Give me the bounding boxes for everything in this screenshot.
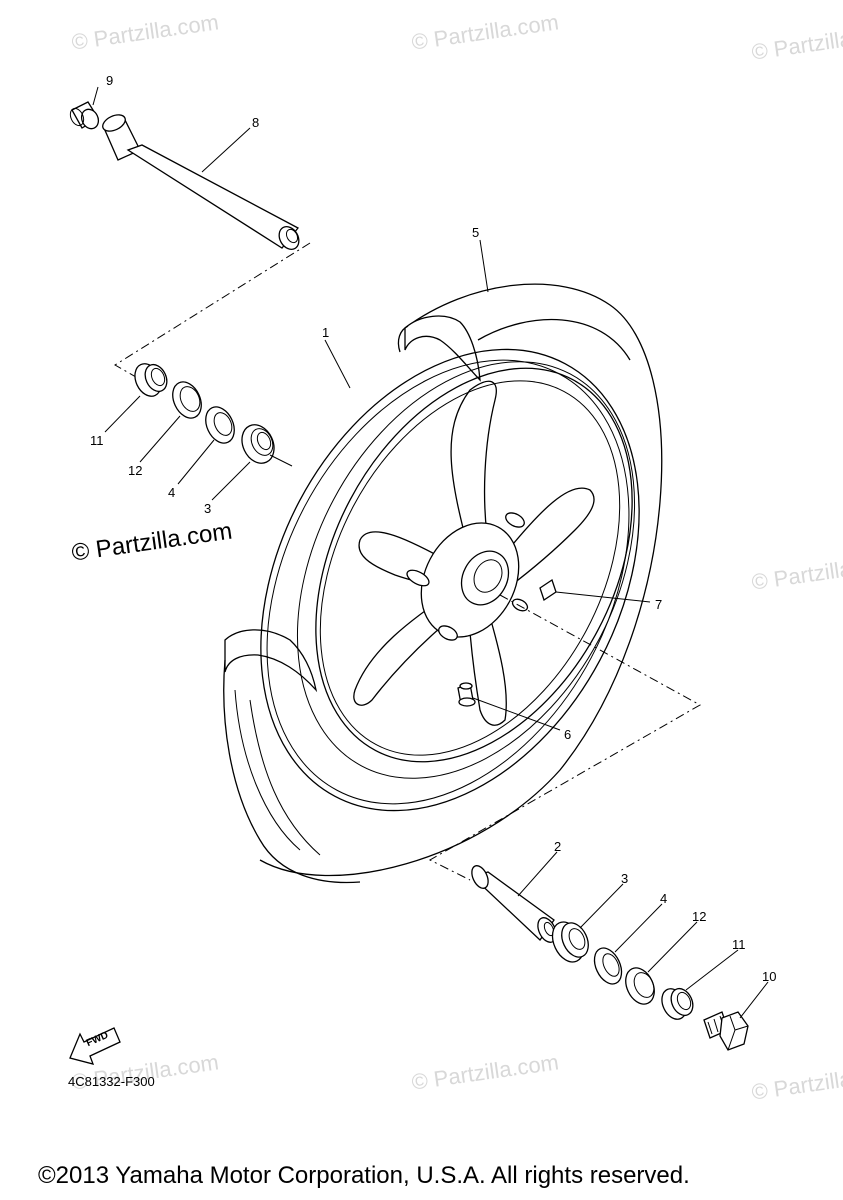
- callout-5: 5: [472, 225, 480, 240]
- part-9-cap: [69, 101, 100, 130]
- callout-2: 2: [554, 839, 562, 854]
- part-3-bearing-right: [551, 921, 589, 963]
- callout-4-left: 4: [168, 485, 176, 500]
- part-12-oil-seal-left: [172, 381, 202, 419]
- part-8-axle: [102, 114, 300, 250]
- part-11-collar-left: [134, 363, 168, 397]
- callout-8: 8: [252, 115, 260, 130]
- callout-10: 10: [762, 969, 777, 984]
- part-12-oil-seal-right: [625, 967, 655, 1005]
- part-3-bearing-left: [241, 424, 275, 464]
- part-1-wheel-rim: [260, 348, 640, 812]
- copyright-notice: ©2013 Yamaha Motor Corporation, U.S.A. A…: [38, 1162, 690, 1189]
- axle-centerline-stack: [269, 454, 293, 467]
- callout-4-right: 4: [660, 891, 668, 906]
- callout-11-right: 11: [732, 937, 746, 952]
- part-4-oil-seal-left: [205, 406, 235, 444]
- axle-centerline-right: [428, 594, 702, 881]
- part-11-collar-right: [661, 987, 694, 1020]
- part-4-oil-seal-right: [593, 947, 623, 985]
- callout-1: 1: [322, 325, 330, 340]
- part-10-bolt: [703, 1011, 749, 1051]
- catalog-number: 4C81332-F300: [68, 1074, 155, 1089]
- callout-11-left: 11: [90, 433, 104, 448]
- part-2-spacer: [471, 865, 557, 943]
- callout-9: 9: [106, 73, 114, 88]
- leader-lines: [92, 86, 769, 1019]
- callout-12-left: 12: [128, 463, 143, 478]
- callout-3-left: 3: [204, 501, 212, 516]
- part-5-tire: [223, 283, 663, 884]
- axle-centerline-left: [114, 242, 311, 386]
- callout-12-right: 12: [692, 909, 707, 924]
- part-6-valve: [457, 682, 476, 707]
- fwd-arrow-icon: [69, 1027, 121, 1065]
- callout-7: 7: [655, 597, 663, 612]
- callout-6: 6: [564, 727, 572, 742]
- callout-3-right: 3: [621, 871, 629, 886]
